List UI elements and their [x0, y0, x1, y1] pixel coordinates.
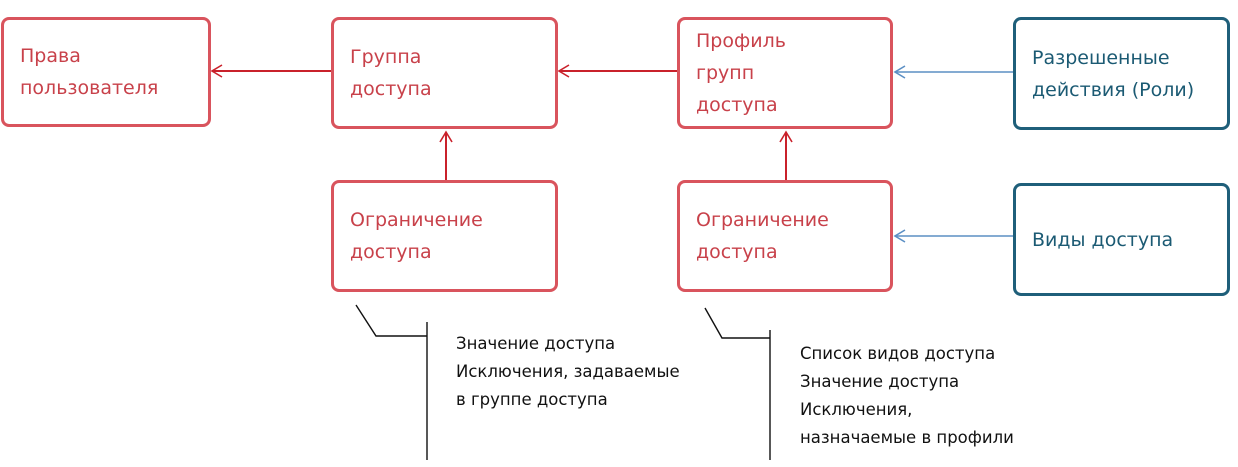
- access-kinds-label: Виды доступа: [1032, 228, 1174, 251]
- access-group-label-1: Группа: [350, 46, 422, 68]
- access-group-profile-box: Профиль групп доступа: [677, 17, 893, 129]
- callout-bracket-group: [355, 304, 427, 337]
- group-note-line-1: Значение доступа: [456, 334, 616, 353]
- profile-note-line-3: Исключения,: [800, 400, 913, 419]
- group-note-line-3: в группе доступа: [456, 390, 608, 409]
- profile-label-2: групп: [696, 62, 755, 84]
- group-note: Значение доступа Исключения, задаваемые …: [456, 330, 680, 414]
- access-restriction-profile-box: Ограничение доступа: [677, 180, 893, 292]
- callout-bracket-profile: [704, 307, 770, 339]
- restriction-profile-label-1: Ограничение: [696, 209, 829, 231]
- group-note-line-2: Исключения, задаваемые: [456, 362, 680, 381]
- restriction-profile-label-2: доступа: [696, 241, 778, 263]
- restriction-group-label-2: доступа: [350, 241, 432, 263]
- profile-note-line-2: Значение доступа: [800, 372, 960, 391]
- user-rights-label-1: Права: [20, 45, 81, 67]
- allowed-actions-label-2: действия (Роли): [1032, 78, 1195, 101]
- allowed-actions-box: Разрешенные действия (Роли): [1013, 17, 1230, 130]
- profile-note-line-1: Список видов доступа: [800, 344, 996, 363]
- access-restriction-group-box: Ограничение доступа: [331, 180, 558, 292]
- profile-label-1: Профиль: [696, 30, 786, 52]
- allowed-actions-label-1: Разрешенные: [1032, 46, 1170, 69]
- user-rights-label-2: пользователя: [20, 77, 159, 99]
- profile-note-line-4: назначаемые в профили: [800, 428, 1014, 447]
- access-kinds-box: Виды доступа: [1013, 183, 1230, 296]
- access-group-box: Группа доступа: [331, 17, 558, 129]
- access-group-label-2: доступа: [350, 78, 432, 100]
- profile-label-3: доступа: [696, 94, 778, 116]
- profile-note: Список видов доступа Значение доступа Ис…: [800, 340, 1014, 452]
- user-rights-box: Права пользователя: [1, 17, 211, 127]
- restriction-group-label-1: Ограничение: [350, 209, 483, 231]
